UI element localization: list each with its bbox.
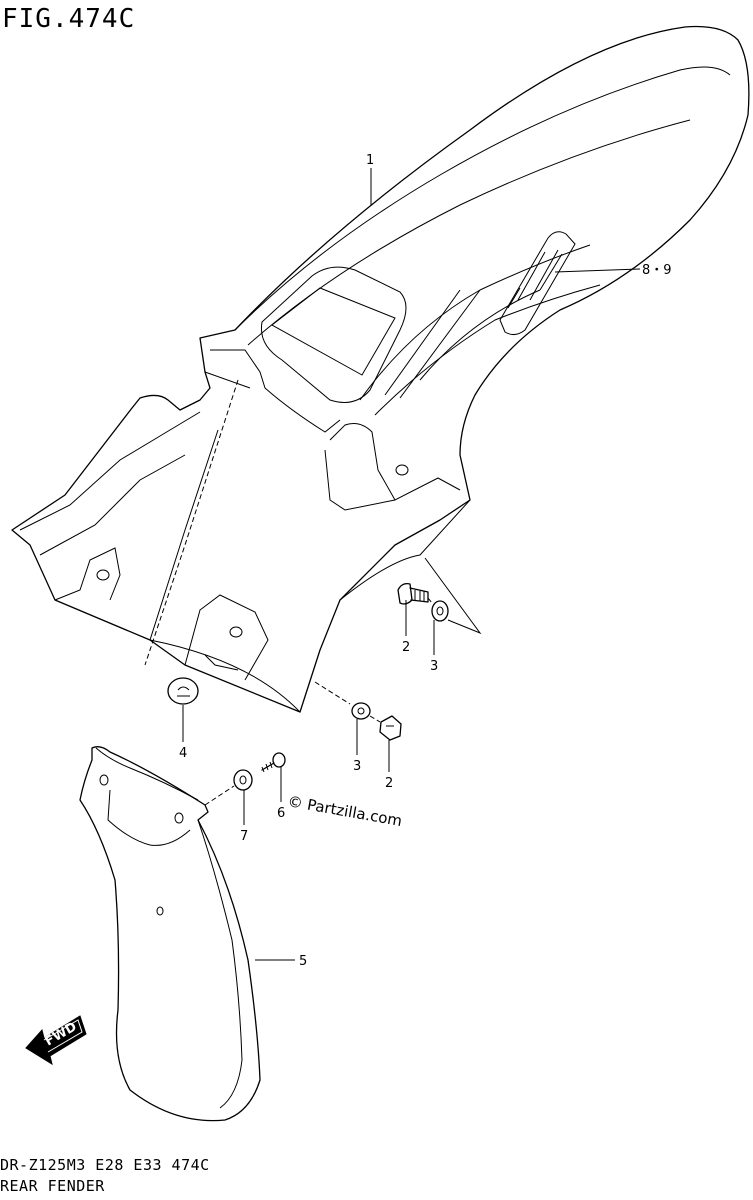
section-name-line: REAR FENDER [0, 1177, 105, 1195]
callout-3-lower: 3 [353, 759, 361, 774]
partzilla-watermark: © Partzilla.com [286, 792, 403, 830]
callout-1: 1 [366, 153, 374, 168]
callout-2-upper: 2 [402, 640, 410, 655]
callout-8-9: 8・9 [642, 263, 672, 278]
fwd-arrow-icon: FWD [25, 1015, 87, 1066]
figure-title: FIG.474C [2, 4, 136, 34]
grommet-part-4[interactable] [167, 677, 199, 705]
bolt-part-2-upper[interactable] [397, 582, 429, 605]
model-code-line: DR-Z125M3 E28 E33 474C [0, 1156, 210, 1174]
screw-part-6[interactable] [261, 752, 286, 773]
callout-2-lower: 2 [385, 776, 393, 791]
callout-3-upper: 3 [430, 659, 438, 674]
callout-5: 5 [299, 954, 307, 969]
mudflap-part-5[interactable] [79, 746, 261, 1122]
washer-part-3-lower[interactable] [351, 702, 371, 720]
callout-4: 4 [179, 746, 187, 761]
callout-6: 6 [277, 806, 285, 821]
washer-part-3-upper[interactable] [431, 600, 449, 622]
callout-7: 7 [240, 829, 248, 844]
rear-fender-part[interactable] [11, 25, 750, 713]
leader-lines [182, 168, 641, 961]
washer-part-7[interactable] [233, 769, 253, 791]
bolt-part-2-lower[interactable] [379, 715, 402, 741]
